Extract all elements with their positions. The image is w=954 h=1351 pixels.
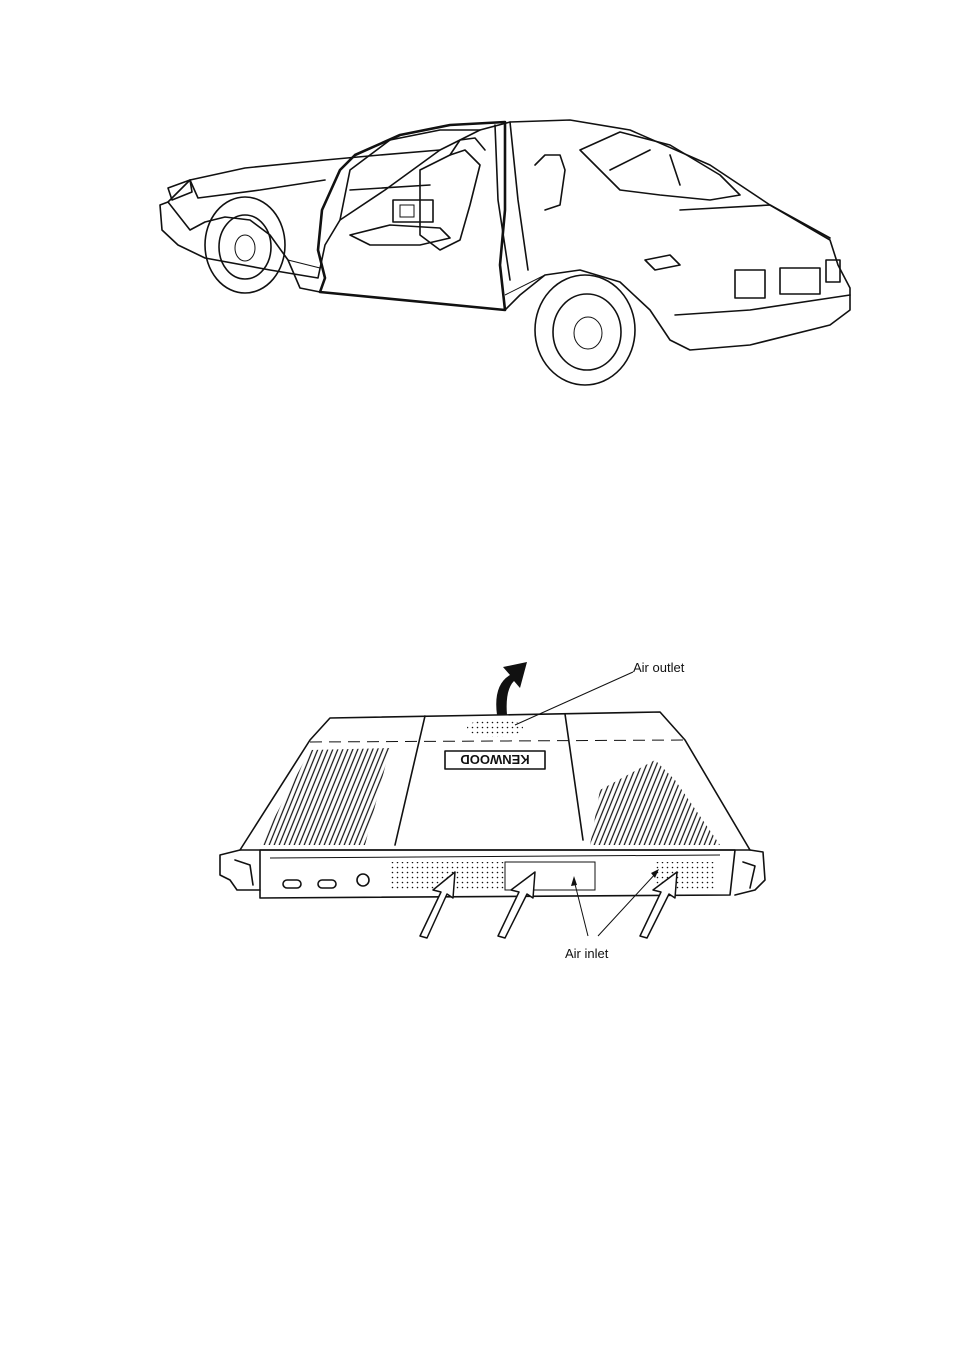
trunk-amplifier [645,255,680,270]
air-outlet-label: Air outlet [633,660,685,675]
car-illustration [150,110,860,400]
front-connector-2 [318,880,336,888]
interior-speaker [393,200,433,222]
rear-lights [735,260,840,298]
air-inlet-leader-1 [574,880,588,936]
car-drawing [150,110,860,400]
left-bracket [220,850,260,890]
amplifier-illustration: KENWOOD Air outlet Air inlet [215,640,775,970]
brand-logo-text: KENWOOD [460,752,529,767]
front-knob [357,874,369,886]
amplifier-drawing: KENWOOD Air outlet Air inlet [215,640,775,970]
right-heatsink-fins [590,760,720,845]
brand-plate: KENWOOD [445,751,545,769]
air-outlet-vent [467,719,523,737]
rear-wheel [535,275,635,385]
air-inlet-label: Air inlet [565,946,609,961]
air-outlet-leader [515,672,633,725]
airflow-up-arrow [496,662,527,715]
front-connector-1 [283,880,301,888]
front-wheel [205,197,285,293]
left-heatsink-fins [260,748,390,845]
